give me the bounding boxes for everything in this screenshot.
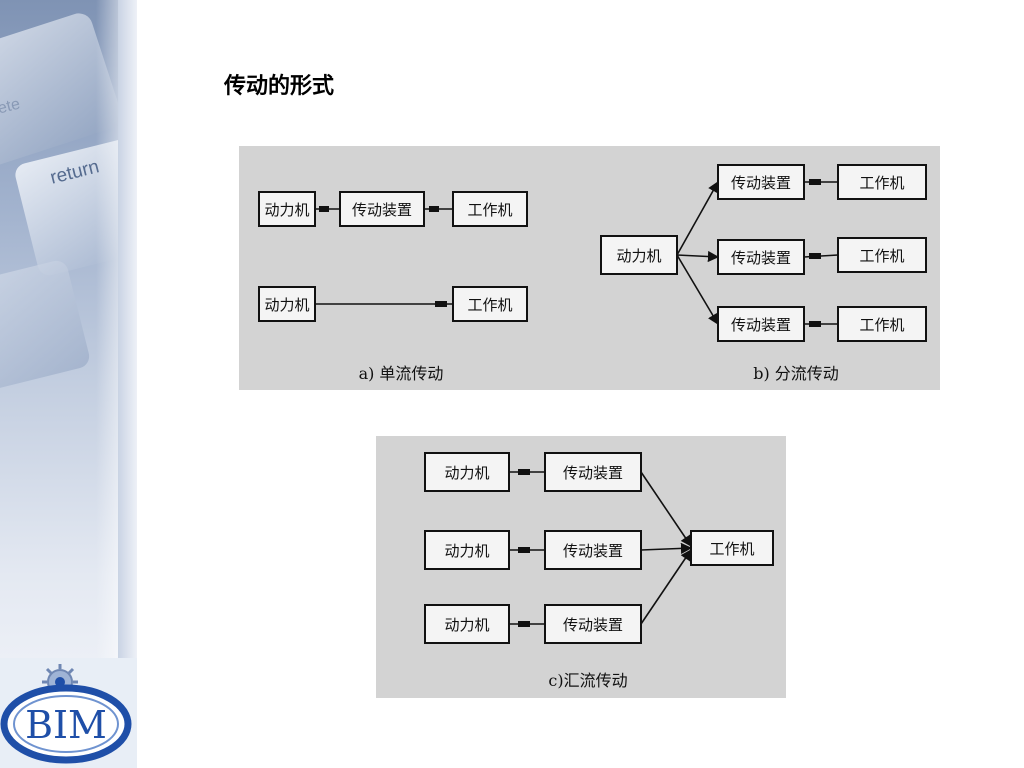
box-transmission-device: 传动装置 (352, 201, 412, 219)
box-working-machine: 工作机 (709, 540, 754, 558)
box-power-machine: 动力机 (444, 464, 489, 482)
box-transmission-device: 传动装置 (731, 316, 791, 334)
box-power-machine: 动力机 (444, 616, 489, 634)
box-working-machine: 工作机 (859, 247, 904, 265)
box-working-machine: 工作机 (859, 316, 904, 334)
box-power-machine: 动力机 (444, 542, 489, 560)
logo-text: BIM (25, 703, 107, 747)
box-power-machine: 动力机 (616, 247, 661, 265)
box-transmission-device: 传动装置 (731, 174, 791, 192)
box-power-machine: 动力机 (264, 296, 309, 314)
box-transmission-device: 传动装置 (731, 249, 791, 267)
box-working-machine: 工作机 (467, 201, 512, 219)
decorative-sidebar: ete return (0, 0, 137, 768)
diagram-panel-single-and-split: 动力机 传动装置 工作机 动力机 工作机 动力机 传动装置 工作机 传动装置 工… (239, 146, 940, 390)
diagram-panel-merge: 动力机 传动装置 动力机 传动装置 动力机 传动装置 工作机 c)汇流传动 (376, 436, 786, 698)
box-transmission-device: 传动装置 (563, 464, 623, 482)
box-transmission-device: 传动装置 (563, 542, 623, 560)
slide-title: 传动的形式 (224, 74, 335, 99)
caption-split-flow: b) 分流传动 (753, 364, 839, 383)
caption-single-flow: a) 单流传动 (359, 364, 444, 383)
box-power-machine: 动力机 (264, 201, 309, 219)
bim-logo: BIM (0, 658, 137, 768)
box-working-machine: 工作机 (859, 174, 904, 192)
box-transmission-device: 传动装置 (563, 616, 623, 634)
caption-merge-flow: c)汇流传动 (548, 671, 627, 690)
box-working-machine: 工作机 (467, 296, 512, 314)
